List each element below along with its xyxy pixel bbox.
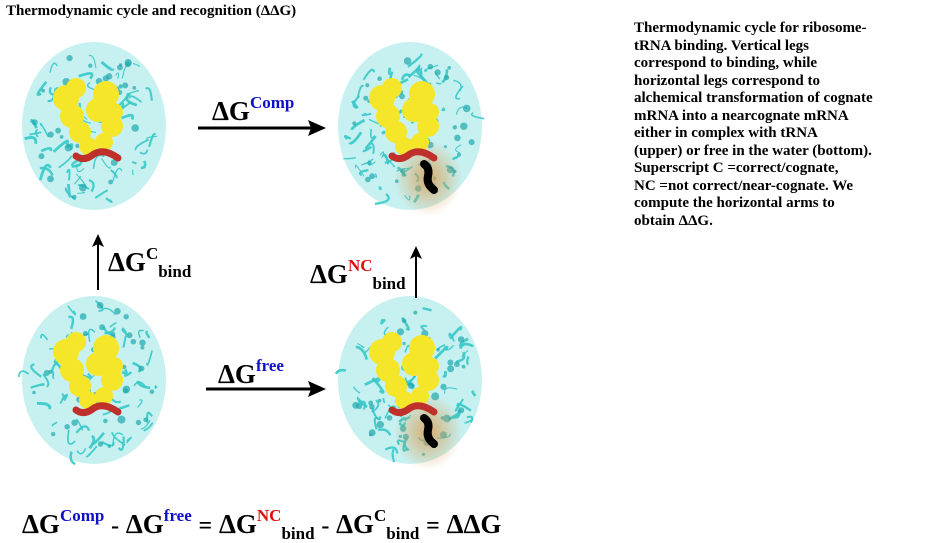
label-delta-g-nc-bind: ΔGNCbind <box>310 256 406 293</box>
arrow-up-bind-nc <box>410 246 422 298</box>
figure-title: Thermodynamic cycle and recognition (ΔΔG… <box>6 3 297 19</box>
ribosome-structure-image <box>334 296 482 470</box>
label-delta-g-comp: ΔGComp <box>212 93 295 126</box>
ribosome-trna-complex-near-cognate <box>330 28 490 218</box>
delta-delta-g-equation: ΔGComp - ΔGfree = ΔGNCbind - ΔGCbind = Δ… <box>22 506 502 543</box>
label-delta-g-c-bind: ΔGCbind <box>108 244 192 281</box>
figure-caption: Thermodynamic cycle for ribosome- tRNA b… <box>634 20 873 229</box>
label-delta-g-free: ΔGfree <box>218 356 284 389</box>
ribosome-structure-image <box>338 42 485 216</box>
ribosome-trna-complex-cognate <box>14 28 174 218</box>
arrow-up-bind-c <box>92 234 104 290</box>
ribosome-free-near-cognate <box>330 282 490 472</box>
arrow-right-free <box>206 381 326 397</box>
ribosome-structure-image <box>22 42 166 210</box>
ribosome-structure-image <box>18 296 166 466</box>
ribosome-free-cognate <box>14 282 174 472</box>
arrow-right-comp <box>198 120 326 136</box>
